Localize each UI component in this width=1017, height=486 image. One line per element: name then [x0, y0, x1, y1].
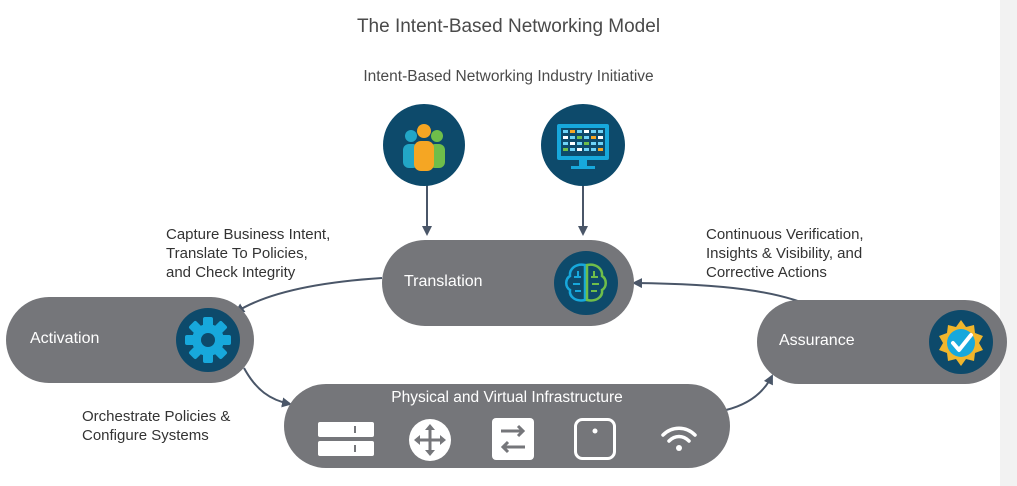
diagram-title: The Intent-Based Networking Model — [356, 16, 661, 37]
arrow-translation-to-activation — [234, 277, 383, 314]
annotation-capture-intent: Capture Business Intent, Translate To Po… — [166, 226, 331, 281]
activation-node: Activation — [6, 297, 254, 383]
assurance-node: Assurance — [757, 300, 1007, 384]
verified-badge-icon — [929, 310, 993, 374]
access-point-icon — [574, 418, 616, 460]
annotation-orchestrate-policies: Orchestrate Policies & Configure Systems — [82, 408, 231, 444]
wifi-icon — [661, 426, 697, 451]
translation-node: Translation — [382, 240, 634, 326]
right-edge-strip — [1000, 0, 1017, 486]
arrow-activation-to-infrastructure — [243, 367, 292, 408]
translation-label: Translation — [404, 273, 483, 290]
annotation-continuous-verification: Continuous Verification, Insights & Visi… — [706, 226, 864, 281]
switch-icon — [492, 418, 534, 460]
router-icon — [409, 419, 451, 461]
arrow-infrastructure-to-assurance — [725, 374, 773, 411]
diagram-subtitle: Intent-Based Networking Industry Initiat… — [363, 68, 654, 85]
activation-label: Activation — [30, 330, 100, 347]
dashboard-monitor-icon — [541, 104, 625, 186]
people-group-icon — [383, 104, 465, 186]
brain-icon — [554, 251, 618, 315]
infrastructure-label: Physical and Virtual Infrastructure — [391, 389, 623, 406]
gear-icon — [176, 308, 240, 372]
infrastructure-node: Physical and Virtual Infrastructure — [284, 384, 730, 468]
server-icon — [318, 422, 374, 456]
assurance-label: Assurance — [779, 332, 855, 349]
